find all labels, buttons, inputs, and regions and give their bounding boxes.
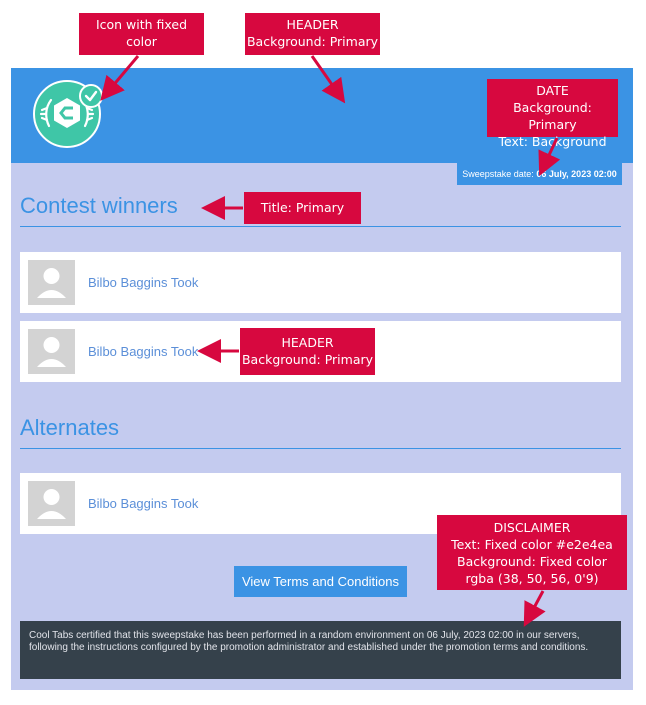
annotation-line: DISCLAIMER bbox=[493, 520, 571, 535]
winner-name: Bilbo Baggins Took bbox=[88, 344, 199, 359]
annotation-line: Text: Background bbox=[498, 134, 607, 149]
annotation-line: DATE bbox=[536, 83, 569, 98]
annotation-date: DATE Background: Primary Text: Backgroun… bbox=[487, 79, 618, 149]
annotation-title: Title: Primary bbox=[244, 192, 361, 224]
annotation-row: HEADER Background: Primary bbox=[240, 328, 375, 375]
person-silhouette-icon bbox=[28, 260, 75, 305]
date-label: Sweepstake date: bbox=[462, 169, 534, 179]
annotation-header: HEADER Background: Primary bbox=[245, 13, 380, 55]
alternates-divider bbox=[20, 448, 621, 449]
person-silhouette-icon bbox=[28, 481, 75, 526]
annotation-disclaimer: DISCLAIMER Text: Fixed color #e2e4ea Bac… bbox=[437, 515, 627, 590]
annotation-icon: Icon with fixed color bbox=[79, 13, 204, 55]
annotation-line: color bbox=[126, 34, 157, 49]
winner-name: Bilbo Baggins Took bbox=[88, 275, 199, 290]
view-terms-button[interactable]: View Terms and Conditions bbox=[234, 566, 407, 597]
laurel-badge-icon bbox=[33, 80, 101, 148]
winners-divider bbox=[20, 226, 621, 227]
checkmark-icon bbox=[79, 84, 103, 108]
annotation-line: Background: Fixed color bbox=[457, 554, 607, 569]
date-value: 06 July, 2023 02:00 bbox=[536, 169, 617, 179]
annotation-line: Background: Primary bbox=[241, 352, 374, 367]
alternates-title: Alternates bbox=[20, 415, 120, 440]
winners-title: Contest winners bbox=[20, 193, 178, 218]
annotation-line: HEADER bbox=[281, 335, 334, 350]
winner-row bbox=[20, 252, 621, 313]
annotation-line: HEADER bbox=[286, 17, 339, 32]
disclaimer: Cool Tabs certified that this sweepstake… bbox=[20, 621, 621, 679]
annotation-line: Background: Primary bbox=[513, 100, 592, 132]
sweepstake-date: Sweepstake date: 06 July, 2023 02:00 bbox=[457, 163, 622, 185]
annotation-line: Title: Primary bbox=[260, 200, 345, 215]
annotation-line: Text: Fixed color #e2e4ea bbox=[451, 537, 613, 552]
annotation-line: Background: Primary bbox=[246, 34, 379, 49]
annotation-line: Icon with fixed bbox=[95, 17, 188, 32]
person-silhouette-icon bbox=[28, 329, 75, 374]
alternate-name: Bilbo Baggins Took bbox=[88, 496, 199, 511]
annotation-line: rgba (38, 50, 56, 0'9) bbox=[465, 571, 599, 586]
